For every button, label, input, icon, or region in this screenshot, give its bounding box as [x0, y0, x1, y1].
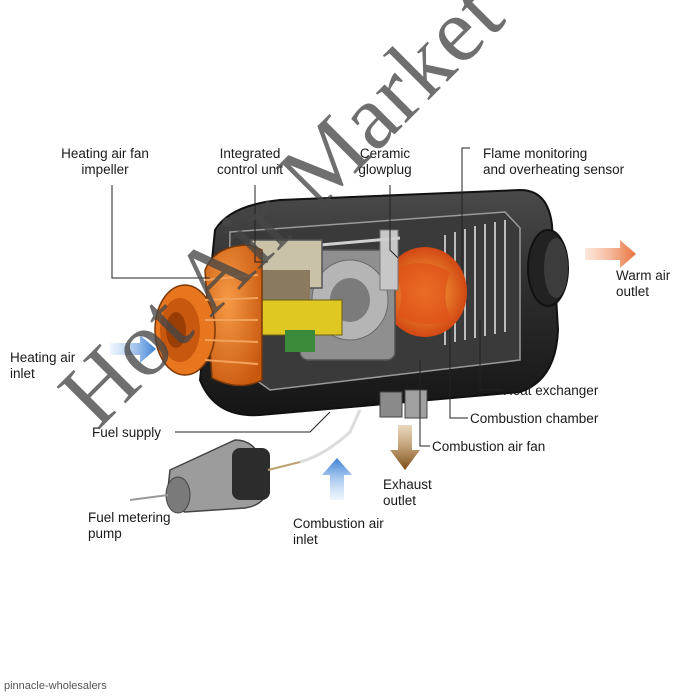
bottom-fittings [379, 389, 428, 419]
label-combustion-chamber: Combustion chamber [470, 411, 599, 426]
label-heating-air-inlet: Heating air inlet [10, 350, 76, 381]
exhaust-outlet-arrow [390, 425, 420, 470]
footer-credit: pinnacle-wholesalers [4, 680, 107, 692]
label-combustion-air-fan: Combustion air fan [432, 439, 546, 454]
warm-air-arrow [585, 240, 636, 268]
combustion-chamber-fire [383, 247, 467, 337]
label-flame-sensor: Flame monitoring and overheating sensor [483, 146, 625, 177]
label-exhaust-outlet: Exhaust outlet [383, 477, 432, 508]
label-fan-impeller: Heating air fan impeller [61, 146, 149, 177]
label-heat-exchanger: Heat exchanger [503, 383, 599, 398]
leader-lines [111, 147, 502, 447]
combustion-air-inlet-arrow [322, 458, 352, 500]
fan-impeller [154, 244, 263, 387]
warm-air-outlet-nozzle [527, 229, 569, 307]
label-warm-air-outlet: Warm air outlet [616, 268, 671, 299]
heating-air-inlet-arrow [110, 335, 156, 363]
label-fuel-metering-pump: Fuel metering pump [88, 510, 171, 541]
label-control-unit: Integrated control unit [216, 146, 284, 177]
label-glowplug: Ceramic glowplug [358, 146, 412, 177]
label-fuel-supply: Fuel supply [92, 425, 162, 440]
fuel-metering-pump [129, 409, 362, 514]
label-combustion-air-inlet: Combustion air inlet [293, 516, 384, 547]
